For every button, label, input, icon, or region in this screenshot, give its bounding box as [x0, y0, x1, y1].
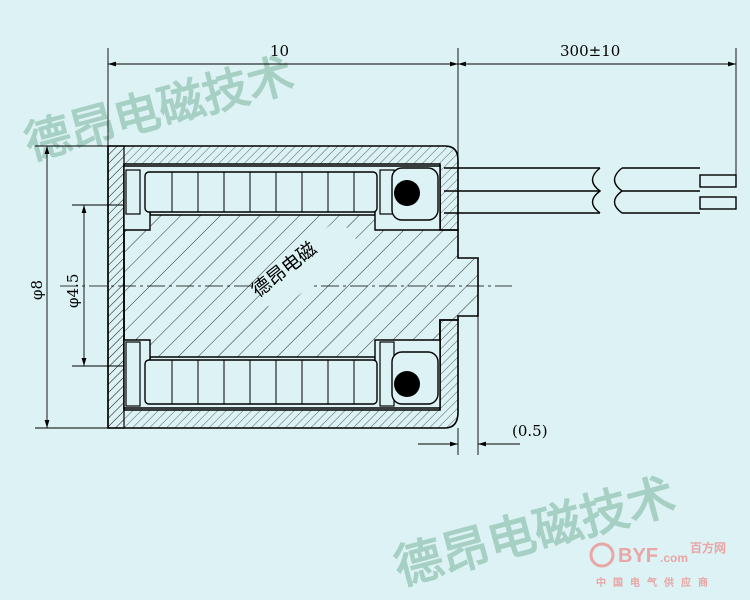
- coil-bottom: [123, 339, 441, 409]
- brand-logo-icon: [589, 542, 615, 568]
- wire-cross-section-top: [394, 180, 420, 206]
- coil-top: [123, 165, 441, 231]
- dimension-lines: [44, 61, 736, 447]
- brand-subtitle: 中国电气供应商: [596, 576, 715, 589]
- dim-gap-label: (0.5): [512, 422, 548, 440]
- lead-wires: [444, 167, 737, 214]
- wire-cross-section-bottom: [394, 371, 420, 397]
- corner-brand: BYF .com 百方网 中国电气供应商: [589, 540, 726, 589]
- dim-lead-length-label: 300±10: [560, 42, 620, 60]
- brand-logo-text: BYF: [618, 545, 658, 567]
- dim-core-diameter-label: φ4.5: [64, 274, 82, 308]
- dim-width-label: 10: [270, 42, 289, 60]
- extension-lines: [35, 48, 737, 455]
- brand-logo-suffix: .com: [660, 551, 688, 565]
- brand-cn-name: 百方网: [690, 540, 726, 555]
- housing: [107, 145, 459, 429]
- dim-outer-diameter-label: φ8: [28, 280, 46, 300]
